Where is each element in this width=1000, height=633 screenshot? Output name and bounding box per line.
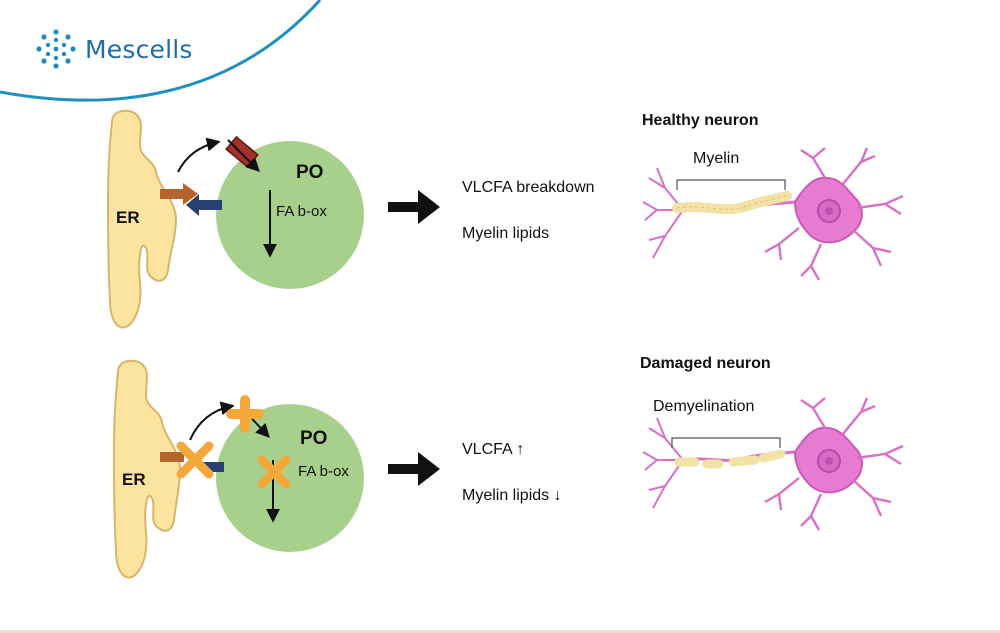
pathway-label-healthy: FA b-ox [276, 203, 327, 220]
sheath-label-healthy: Myelin [693, 150, 740, 167]
peroxisome-damaged [216, 404, 364, 552]
er-label-damaged: ER [122, 470, 146, 489]
footer-divider [0, 630, 1000, 633]
brand: Mescells [35, 28, 193, 70]
block-mark-er [176, 441, 214, 479]
import-arrow-healthy [186, 194, 222, 216]
result-line-damaged-1: VLCFA ↑ [462, 441, 525, 458]
po-label-damaged: PO [300, 428, 328, 449]
import-curve-arrow-damaged [189, 401, 235, 441]
demyelination-bracket [671, 437, 781, 448]
result-line-healthy-1: VLCFA breakdown [462, 179, 595, 196]
er-organelle-healthy [106, 109, 178, 329]
import-arrow-damaged [202, 462, 224, 472]
er-label-healthy: ER [116, 208, 140, 227]
import-curve-arrow-healthy [177, 137, 221, 173]
myelin-fragments-damaged [674, 449, 786, 469]
result-arrow-healthy [388, 190, 440, 224]
neuron-title-healthy: Healthy neuron [642, 112, 759, 129]
result-line-healthy-2: Myelin lipids [462, 225, 550, 242]
export-arrow-healthy [160, 183, 198, 205]
header-arc [0, 0, 322, 102]
export-arrow-damaged [160, 452, 184, 462]
myelin-sheath-healthy [672, 191, 792, 215]
neuron-title-damaged: Damaged neuron [640, 355, 771, 372]
result-arrow-damaged [388, 452, 440, 486]
brand-name: Mescells [85, 34, 193, 64]
peroxisome-healthy [216, 141, 364, 289]
er-organelle-damaged [112, 359, 182, 579]
pathway-label-damaged: FA b-ox [298, 463, 349, 480]
sheath-label-damaged: Demyelination [653, 398, 755, 415]
neuron-healthy [641, 146, 905, 282]
block-mark-pathway [257, 455, 291, 489]
po-label-healthy: PO [296, 162, 324, 183]
cell-cluster-icon [36, 29, 76, 69]
entry-arrow-healthy [227, 139, 260, 172]
block-mark-transporter [226, 395, 264, 433]
result-line-damaged-2: Myelin lipids ↓ [462, 487, 562, 504]
myelin-bracket-healthy [676, 179, 786, 190]
neuron-damaged [641, 396, 905, 532]
